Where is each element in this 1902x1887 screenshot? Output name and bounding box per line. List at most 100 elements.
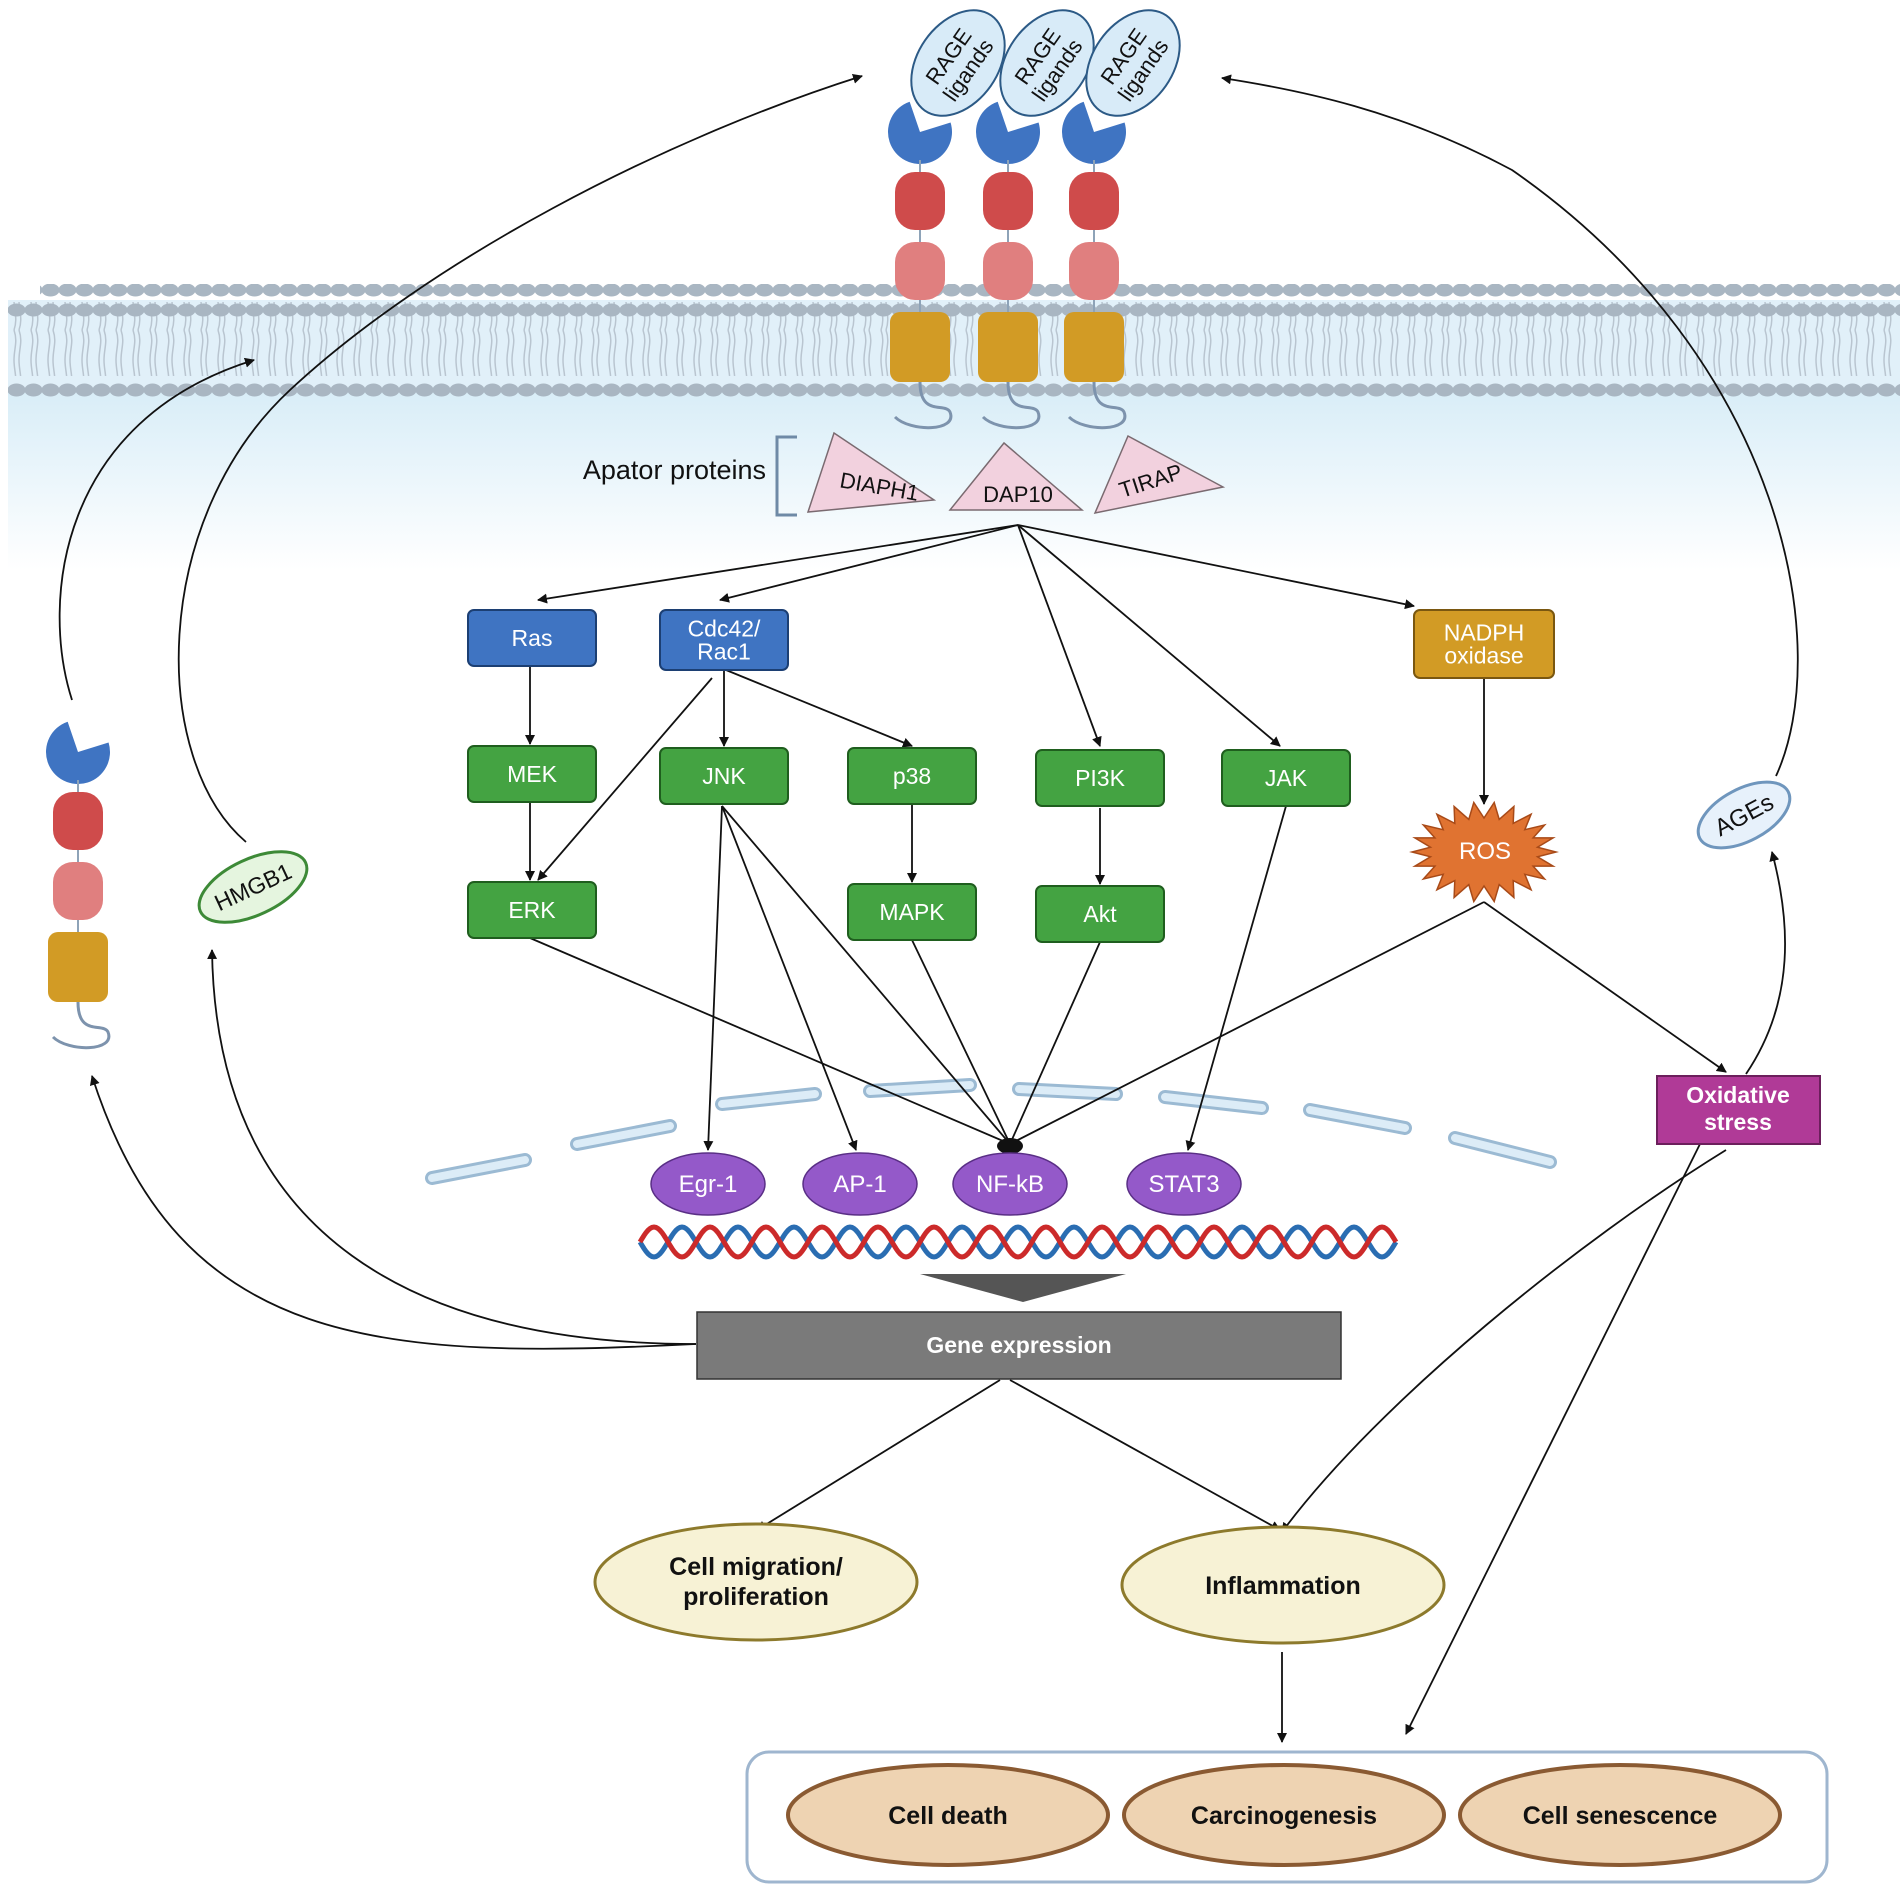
line-mapk-nfkb <box>911 939 1011 1145</box>
arrow-gene-inflammation <box>1009 1379 1281 1531</box>
outcome-migration: Cell migration/ proliferation <box>593 1522 919 1642</box>
arrow-jnk-egr1 <box>703 805 723 1151</box>
arrow-gene-migration <box>756 1379 1001 1531</box>
line-akt-nfkb <box>1009 941 1101 1145</box>
svg-text:oxidase: oxidase <box>1444 643 1523 669</box>
dna-helix <box>637 1224 1399 1260</box>
kinase-p38: p38 <box>847 747 977 805</box>
adaptor-dap10: DAP10 <box>948 441 1085 511</box>
arrow-jnk-ap1 <box>721 805 858 1151</box>
svg-text:Cdc42/: Cdc42/ <box>688 616 761 642</box>
receptor-2 <box>976 101 1041 430</box>
kinase-pi3k: PI3K <box>1035 749 1165 807</box>
adaptor-label: Apator proteins <box>583 455 766 485</box>
kinase-ras: Ras <box>467 609 597 667</box>
nuclear-envelope <box>425 1078 1557 1185</box>
transcription-factors: Egr-1 AP-1 NF-kB STAT3 <box>650 1152 1242 1216</box>
svg-text:JAK: JAK <box>1265 765 1308 791</box>
svg-text:Ras: Ras <box>512 625 553 651</box>
kinase-cdc42: Cdc42/Rac1 <box>659 609 789 671</box>
arrow-receptor-membrane <box>58 357 255 701</box>
outcome-cell-senescence: Cell senescence <box>1458 1763 1782 1867</box>
oxidative-stress-box: Oxidative stress <box>1656 1075 1821 1145</box>
svg-text:Cell senescence: Cell senescence <box>1523 1802 1718 1830</box>
line-ros-nfkb <box>1009 901 1485 1145</box>
svg-text:PI3K: PI3K <box>1075 765 1126 791</box>
line-erk-nfkb <box>529 937 1011 1145</box>
outcome-inflammation: Inflammation <box>1120 1525 1446 1645</box>
svg-text:AP-1: AP-1 <box>833 1171 886 1198</box>
receptor-1 <box>888 101 953 430</box>
svg-text:STAT3: STAT3 <box>1148 1171 1219 1198</box>
svg-text:Rac1: Rac1 <box>697 639 751 665</box>
svg-text:Cell migration/: Cell migration/ <box>669 1553 843 1581</box>
arrow-gene-hmgb1 <box>207 949 697 1345</box>
adaptor-bracket <box>775 435 797 517</box>
arrow-gene-receptor <box>89 1075 697 1350</box>
svg-text:proliferation: proliferation <box>683 1583 829 1611</box>
kinase-mapk: MAPK <box>847 883 977 941</box>
svg-text:MEK: MEK <box>507 761 558 787</box>
arrow-ages-ligands <box>1221 74 1799 777</box>
kinase-mek: MEK <box>467 745 597 803</box>
arrow-oxidative-outcomes <box>1405 1143 1701 1735</box>
arrow-cdc42-erk <box>537 677 713 881</box>
svg-text:Cell death: Cell death <box>888 1802 1007 1830</box>
receptor-free <box>46 721 111 1050</box>
arrow-hmgb1-ligands <box>177 73 863 843</box>
arrow-adaptors-nadph <box>1017 524 1415 610</box>
svg-text:NADPH: NADPH <box>1444 620 1525 646</box>
tf-nf-kb: NF-kB <box>952 1152 1068 1216</box>
kinase-erk: ERK <box>467 881 597 939</box>
svg-text:Gene expression: Gene expression <box>926 1332 1111 1358</box>
arrow-adaptors-ras <box>537 524 1019 604</box>
rage-receptors <box>46 101 1127 1050</box>
kinase-akt: Akt <box>1035 885 1165 943</box>
arrow-adaptors-cdc42 <box>719 524 1019 603</box>
gene-expression-bar: Gene expression <box>696 1311 1342 1380</box>
outcome-cell-death: Cell death <box>786 1763 1110 1867</box>
kinase-jak: JAK <box>1221 749 1351 807</box>
outcome-carcinogenesis: Carcinogenesis <box>1122 1763 1446 1867</box>
svg-text:p38: p38 <box>893 763 931 789</box>
svg-text:MAPK: MAPK <box>879 899 945 925</box>
connectors <box>58 73 1799 1743</box>
svg-text:NF-kB: NF-kB <box>976 1171 1044 1198</box>
svg-text:DAP10: DAP10 <box>983 482 1053 507</box>
arrow-cdc42-p38 <box>725 669 913 748</box>
arrow-oxidative-inflammation <box>1281 1149 1727 1533</box>
arrow-adaptors-pi3k <box>1017 524 1102 747</box>
tf-stat3: STAT3 <box>1126 1152 1242 1216</box>
svg-text:Inflammation: Inflammation <box>1205 1572 1361 1600</box>
nfkb-convergence-point <box>997 1138 1023 1154</box>
svg-text:Oxidative: Oxidative <box>1686 1082 1790 1108</box>
hmgb1-molecule: HMGB1 <box>197 850 309 924</box>
ros-label: ROS <box>1459 838 1511 865</box>
cytoplasm-background <box>8 380 1900 570</box>
adaptor-tirap: TIRAP <box>1093 434 1226 515</box>
arrow-oxidative-ages <box>1745 851 1786 1075</box>
svg-text:ERK: ERK <box>508 897 556 923</box>
ros-burst <box>1409 800 1559 904</box>
kinase-jnk: JNK <box>659 747 789 805</box>
arrow-jak-stat3 <box>1185 805 1287 1151</box>
svg-text:stress: stress <box>1704 1109 1772 1135</box>
plasma-membrane <box>8 284 1900 398</box>
arrow-adaptors-jak <box>1017 524 1281 747</box>
svg-text:Akt: Akt <box>1083 901 1117 927</box>
receptor-3 <box>1062 101 1127 430</box>
ages-molecule: AGEs <box>1696 780 1792 850</box>
tf-egr-1: Egr-1 <box>650 1152 766 1216</box>
line-jnk-nfkb <box>721 805 1011 1145</box>
svg-text:Carcinogenesis: Carcinogenesis <box>1191 1802 1377 1830</box>
arrow-ros-oxidative <box>1483 901 1727 1073</box>
tf-ap-1: AP-1 <box>802 1152 918 1216</box>
expression-funnel <box>920 1274 1126 1302</box>
svg-text:Egr-1: Egr-1 <box>679 1171 738 1198</box>
svg-text:JNK: JNK <box>702 763 746 789</box>
